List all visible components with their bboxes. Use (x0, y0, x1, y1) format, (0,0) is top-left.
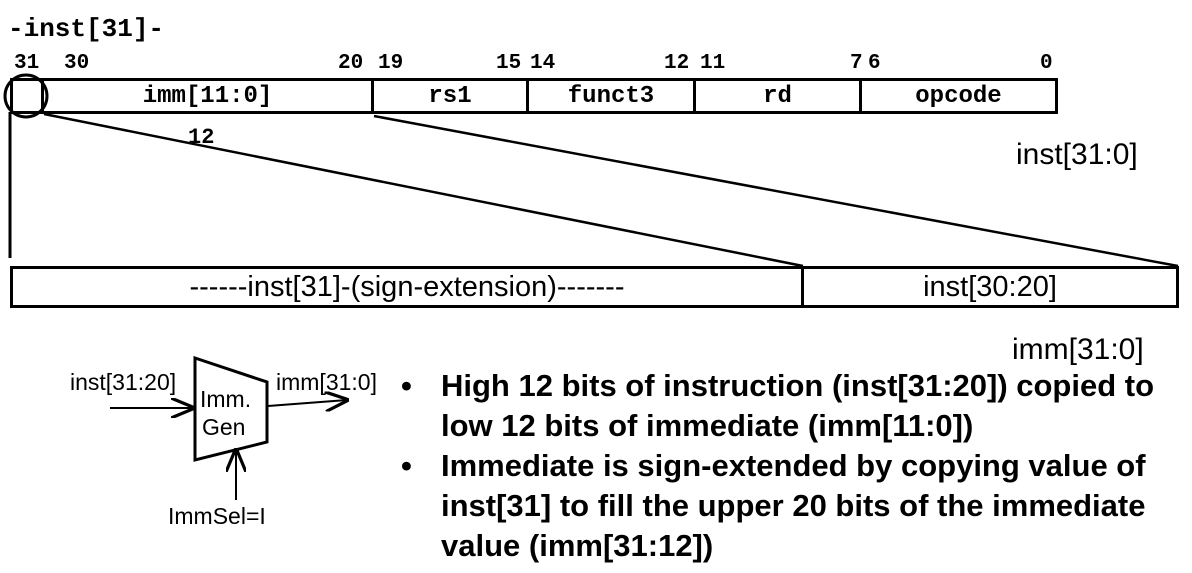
bit-label-11: 11 (700, 52, 726, 75)
bit-label-15: 15 (496, 52, 522, 75)
output-arrow (267, 400, 347, 406)
field-rs1: rs1 (374, 78, 529, 114)
inst-register-name: inst[31:0] (1016, 138, 1138, 171)
bullet-dot: • (401, 368, 412, 403)
bit-label-30: 30 (64, 52, 90, 75)
imm-gen-output-label: imm[31:0] (276, 369, 377, 395)
imm-sign-extension-field: ------inst[31]-(sign-extension)------- (10, 266, 804, 308)
bit-label-6: 6 (868, 52, 881, 75)
imm-gen-control-label: ImmSel=I (168, 503, 266, 529)
page-title: -inst[31]- (8, 14, 165, 44)
bullet-item: • Immediate is sign-extended by copying … (395, 446, 1185, 566)
field-opcode: opcode (862, 78, 1058, 114)
inst-bit31-cell (10, 78, 44, 114)
imm-gen-label-line1: Imm. (200, 386, 252, 412)
bullet-text: Immediate is sign-extended by copying va… (441, 448, 1146, 563)
imm-left-fan-line (43, 112, 804, 268)
field-funct3: funct3 (529, 78, 696, 114)
field-rd: rd (696, 78, 862, 114)
imm-width-label: 12 (188, 125, 215, 150)
bit-label-14: 14 (530, 52, 556, 75)
bit-label-0: 0 (1040, 52, 1053, 75)
imm-register-name: imm[31:0] (1012, 333, 1144, 366)
bit-label-20: 20 (338, 52, 364, 75)
explanation-list: • High 12 bits of instruction (inst[31:2… (395, 366, 1185, 566)
bullet-dot: • (401, 448, 412, 483)
bit-label-19: 19 (378, 52, 404, 75)
imm-low-bits-field: inst[30:20] (801, 266, 1179, 308)
bullet-text: High 12 bits of instruction (inst[31:20]… (441, 368, 1155, 443)
imm-gen-input-label: inst[31:20] (70, 369, 177, 395)
imm-gen-label-line2: Gen (202, 414, 246, 440)
bullet-item: • High 12 bits of instruction (inst[31:2… (395, 366, 1185, 446)
bit-label-31: 31 (14, 52, 40, 75)
bit-label-12: 12 (664, 52, 690, 75)
field-imm: imm[11:0] (44, 78, 374, 114)
bit-label-7: 7 (850, 52, 863, 75)
